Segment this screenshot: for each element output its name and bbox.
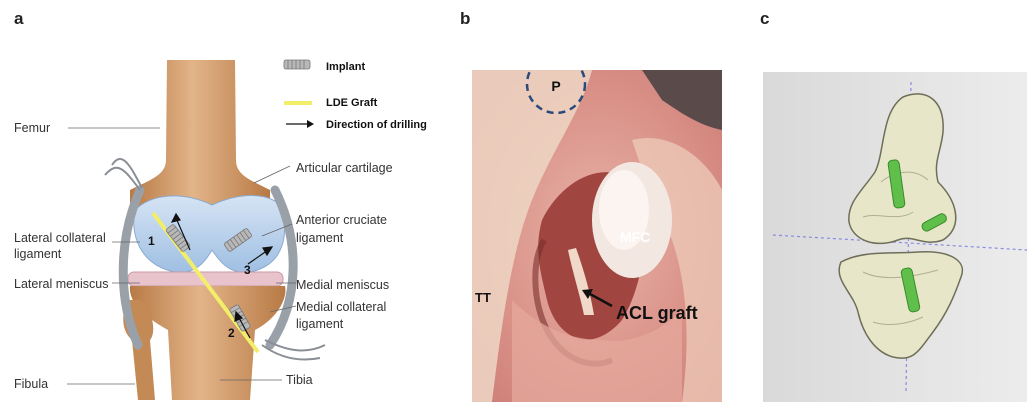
label-tibia: Tibia <box>286 373 313 387</box>
label-lateral-meniscus: Lateral meniscus <box>14 277 109 291</box>
label-fibula: Fibula <box>14 377 48 391</box>
label-femur: Femur <box>14 121 50 135</box>
ct-reconstruction <box>763 72 1027 402</box>
label-tt: TT <box>475 290 491 305</box>
label-medial-meniscus: Medial meniscus <box>296 278 389 292</box>
label-mcl-1: Medial collateral <box>296 300 386 314</box>
legend-implant-label: Implant <box>326 61 365 73</box>
label-acl-1: Anterior cruciate <box>296 213 387 227</box>
panel-letter-c: c <box>760 9 769 29</box>
legend-graft-label: LDE Graft <box>326 97 378 109</box>
femur-bone <box>130 60 270 215</box>
articular-cartilage <box>134 196 285 273</box>
legend: Implant LDE Graft Direction of drilling <box>284 60 427 131</box>
label-mfc: MFC <box>620 229 650 245</box>
label-lcl-1: Lateral collateral <box>14 231 106 245</box>
surgical-photo: P MFC TT ACL graft <box>472 70 722 402</box>
marker-3: 3 <box>244 263 251 277</box>
label-lcl-2: ligament <box>14 247 62 261</box>
label-acl-2: ligament <box>296 231 344 245</box>
label-acl-graft: ACL graft <box>616 303 698 323</box>
knee-diagram: 1 3 2 Implant LDE Graft Direction of dri… <box>0 0 460 402</box>
marker-1: 1 <box>148 234 155 248</box>
panel-letter-b: b <box>460 9 470 29</box>
marker-2: 2 <box>228 326 235 340</box>
label-p: P <box>551 78 560 94</box>
legend-drilling-label: Direction of drilling <box>326 119 427 131</box>
label-mcl-2: ligament <box>296 317 344 331</box>
label-articular-cartilage: Articular cartilage <box>296 161 393 175</box>
